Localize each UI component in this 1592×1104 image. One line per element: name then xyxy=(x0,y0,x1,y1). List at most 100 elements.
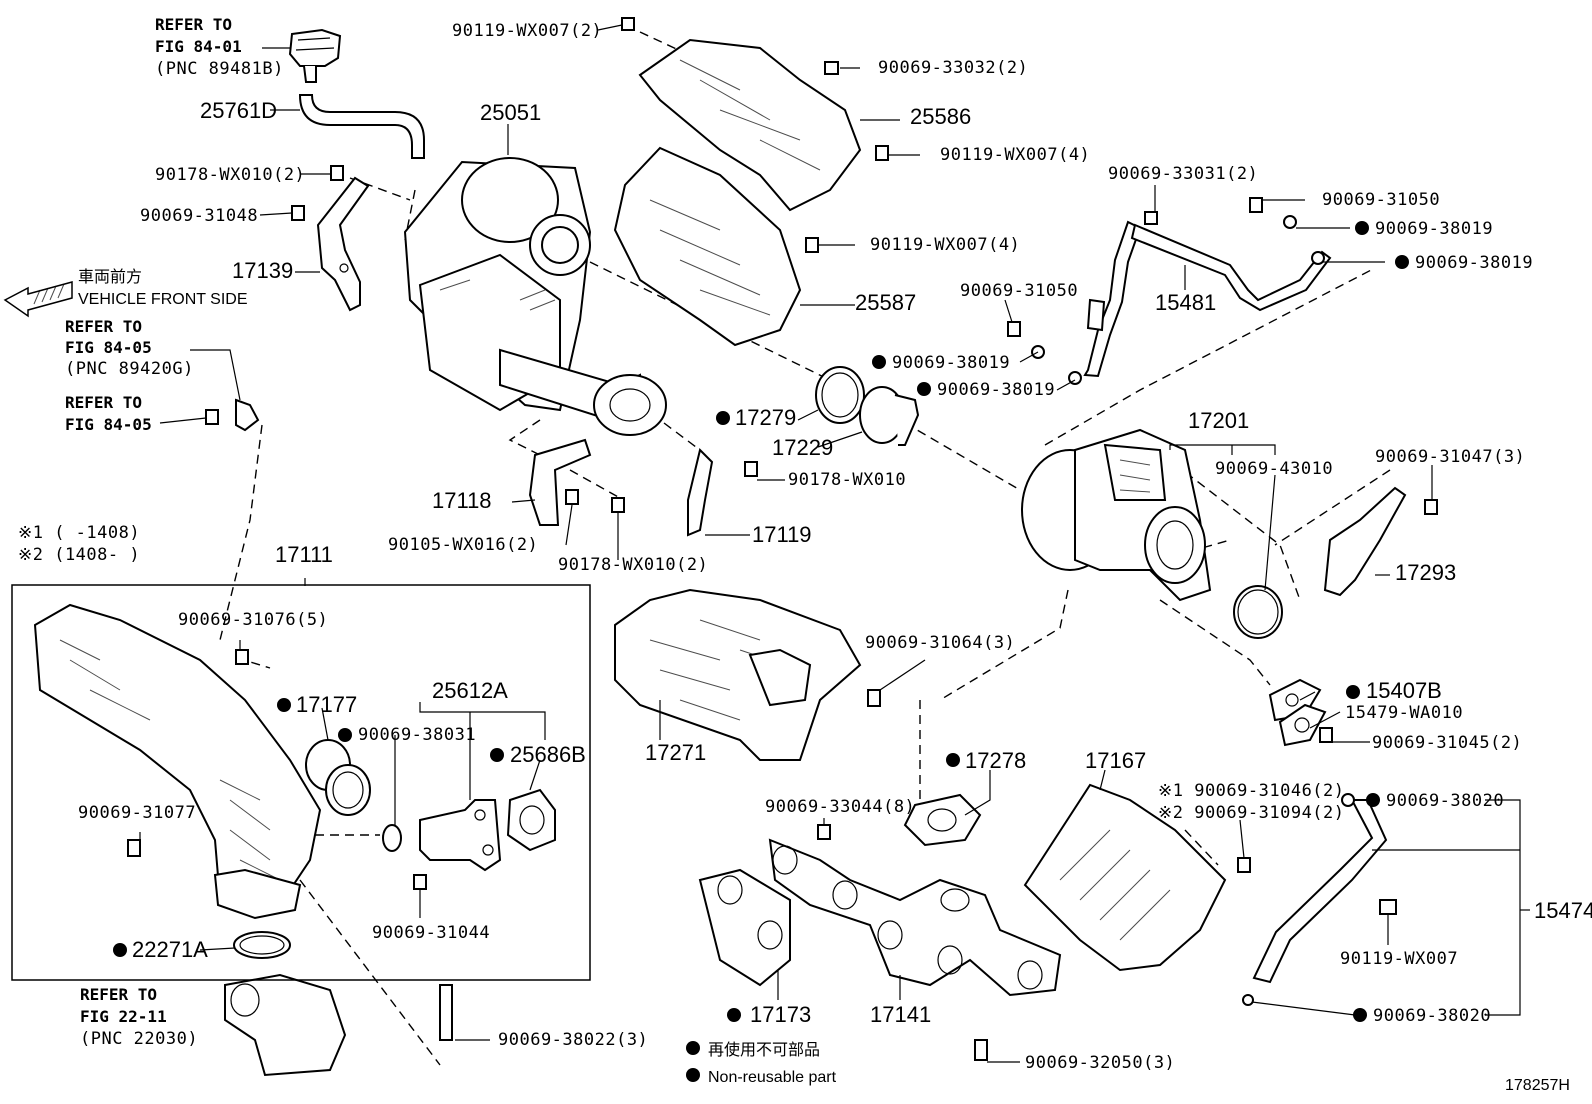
part-label-90069-38019d: 90069-38019 xyxy=(937,380,1055,400)
ref-fig8405a-line2: FIG 84-05 xyxy=(65,338,152,357)
part-label-15407b: 15407B xyxy=(1366,678,1442,703)
part-label-90069-31064-3: 90069-31064(3) xyxy=(865,633,1015,653)
part-label-90069-38019b: 90069-38019 xyxy=(1415,253,1533,273)
legend-non-reusable-jp: 再使用不可部品 xyxy=(708,1041,820,1059)
egr-valve-25612a-part xyxy=(419,799,502,872)
part-label-90069-31048: 90069-31048 xyxy=(140,206,258,226)
part-label-17293: 17293 xyxy=(1395,560,1456,585)
part-label-90069-38022-3: 90069-38022(3) xyxy=(498,1030,648,1050)
ref-fig8405a-line1: REFER TO xyxy=(65,317,142,336)
vehicle-front-en: VEHICLE FRONT SIDE xyxy=(78,291,248,308)
plate-15479-wa010-part xyxy=(1278,703,1327,747)
part-label-90178-wx010-2a: 90178-WX010(2) xyxy=(155,165,305,185)
part-label-17173: 17173 xyxy=(750,1002,811,1027)
part-label-90119-wx007-4a: 90119-WX007(4) xyxy=(940,145,1090,165)
part-label-90105-wx016-2: 90105-WX016(2) xyxy=(388,535,538,555)
bracket-17119-part xyxy=(687,448,714,537)
part-label-17229: 17229 xyxy=(772,435,833,460)
oil-pipe-15474-part xyxy=(1252,799,1388,984)
part-label-90069-31094-2: ※2 90069-31094(2) xyxy=(1158,803,1345,823)
part-label-17119: 17119 xyxy=(752,522,812,547)
gasket-17279-part xyxy=(815,366,865,424)
part-label-90069-31044: 90069-31044 xyxy=(372,923,490,943)
sensor-89481b-part xyxy=(288,28,342,83)
gasket-17278-part xyxy=(903,793,982,847)
o-ring-90069-38031-part xyxy=(382,824,402,852)
gasket-22271a-part xyxy=(233,931,291,959)
part-label-17177: 17177 xyxy=(296,692,357,717)
part-label-90069-33044-8: 90069-33044(8) xyxy=(765,797,915,817)
part-label-90119-wx007-4b: 90119-WX007(4) xyxy=(870,235,1020,255)
part-label-25761d: 25761D xyxy=(200,98,277,123)
part-label-17111: 17111 xyxy=(275,542,333,567)
leader-lines xyxy=(139,24,1530,1063)
oil-pipe-15481-part xyxy=(1083,220,1332,378)
model-note-1: ※1 ( -1408) xyxy=(18,523,140,543)
ref-fig8405b-line2: FIG 84-05 xyxy=(65,415,152,434)
ref-fig8401-line2: FIG 84-01 xyxy=(155,37,242,56)
part-label-90069-31047-3: 90069-31047(3) xyxy=(1375,447,1525,467)
gasket-17173-part xyxy=(698,868,791,987)
fastener-glyphs xyxy=(127,17,1438,1061)
part-label-90178-wx010: 90178-WX010 xyxy=(788,470,906,490)
gasket-25686b-part xyxy=(506,788,556,852)
model-note-2: ※2 (1408- ) xyxy=(18,545,140,565)
part-label-17279: 17279 xyxy=(735,405,796,430)
hose-25761d-part xyxy=(298,94,425,159)
ref-fig2211-pnc: (PNC 22030) xyxy=(80,1029,198,1049)
egr-pipe-17111-part xyxy=(33,603,322,920)
ref-fig8405b-line1: REFER TO xyxy=(65,393,142,412)
insulator-25586-part xyxy=(638,38,862,212)
part-label-25051: 25051 xyxy=(480,100,541,125)
part-label-90069-31050b: 90069-31050 xyxy=(960,281,1078,301)
ref-fig8401-line1: REFER TO xyxy=(155,15,232,34)
insulator-17271-part xyxy=(614,588,862,761)
part-label-90069-31045-2: 90069-31045(2) xyxy=(1372,733,1522,753)
part-label-25587: 25587 xyxy=(855,290,916,315)
part-label-90069-38020a: 90069-38020 xyxy=(1386,791,1504,811)
insulator-17167-part xyxy=(1023,783,1227,972)
insulator-25587-part xyxy=(613,146,802,347)
part-label-15479-wa010: 15479-WA010 xyxy=(1345,703,1463,723)
part-label-15474: 15474 xyxy=(1534,898,1592,923)
vehicle-front-jp: 車両前方 xyxy=(78,268,142,286)
part-label-22271a: 22271A xyxy=(132,937,208,962)
part-label-25612a: 25612A xyxy=(432,678,508,703)
part-label-90178-wx010-2b: 90178-WX010(2) xyxy=(558,555,708,575)
bracket-17118-part xyxy=(528,438,592,526)
part-label-90119-wx007-2: 90119-WX007(2) xyxy=(452,21,602,41)
part-label-90069-38031: 90069-38031 xyxy=(358,725,476,745)
part-label-25686b: 25686B xyxy=(510,742,586,767)
ref-fig2211-line1: REFER TO xyxy=(80,985,157,1004)
legend-non-reusable-en: Non-reusable part xyxy=(708,1069,837,1086)
converter-25051-part xyxy=(403,157,667,436)
part-label-90069-33031-2: 90069-33031(2) xyxy=(1108,164,1258,184)
part-label-90119-wx007: 90119-WX007 xyxy=(1340,949,1458,969)
ref-fig8401-pnc: (PNC 89481B) xyxy=(155,59,284,79)
part-label-17118: 17118 xyxy=(432,488,492,513)
part-label-90069-38019c: 90069-38019 xyxy=(892,353,1010,373)
egr-group-frame xyxy=(11,584,591,981)
part-label-90069-31077: 90069-31077 xyxy=(78,803,196,823)
non-reusable-bullets xyxy=(113,221,1409,1082)
vehicle-front-arrow-icon xyxy=(3,281,73,318)
part-label-90069-31046-2: ※1 90069-31046(2) xyxy=(1158,781,1345,801)
o-ring-90069-43010-part xyxy=(1233,585,1283,639)
bracket-17139-part xyxy=(316,176,370,312)
part-label-90069-31050a: 90069-31050 xyxy=(1322,190,1440,210)
part-label-17278: 17278 xyxy=(965,748,1026,773)
part-label-17139: 17139 xyxy=(232,258,293,283)
part-label-15481: 15481 xyxy=(1155,290,1216,315)
part-label-25586: 25586 xyxy=(910,104,971,129)
turbocharger-17201-part xyxy=(1021,428,1212,602)
ref-fig2211-line2: FIG 22-11 xyxy=(80,1007,167,1026)
part-label-90069-38020b: 90069-38020 xyxy=(1373,1006,1491,1026)
part-label-90069-38019a: 90069-38019 xyxy=(1375,219,1493,239)
clamp-17229-part xyxy=(859,386,920,446)
part-label-90069-31076-5: 90069-31076(5) xyxy=(178,610,328,630)
part-label-17167: 17167 xyxy=(1085,748,1146,773)
part-label-17141: 17141 xyxy=(870,1002,931,1027)
part-label-17201: 17201 xyxy=(1188,408,1249,433)
